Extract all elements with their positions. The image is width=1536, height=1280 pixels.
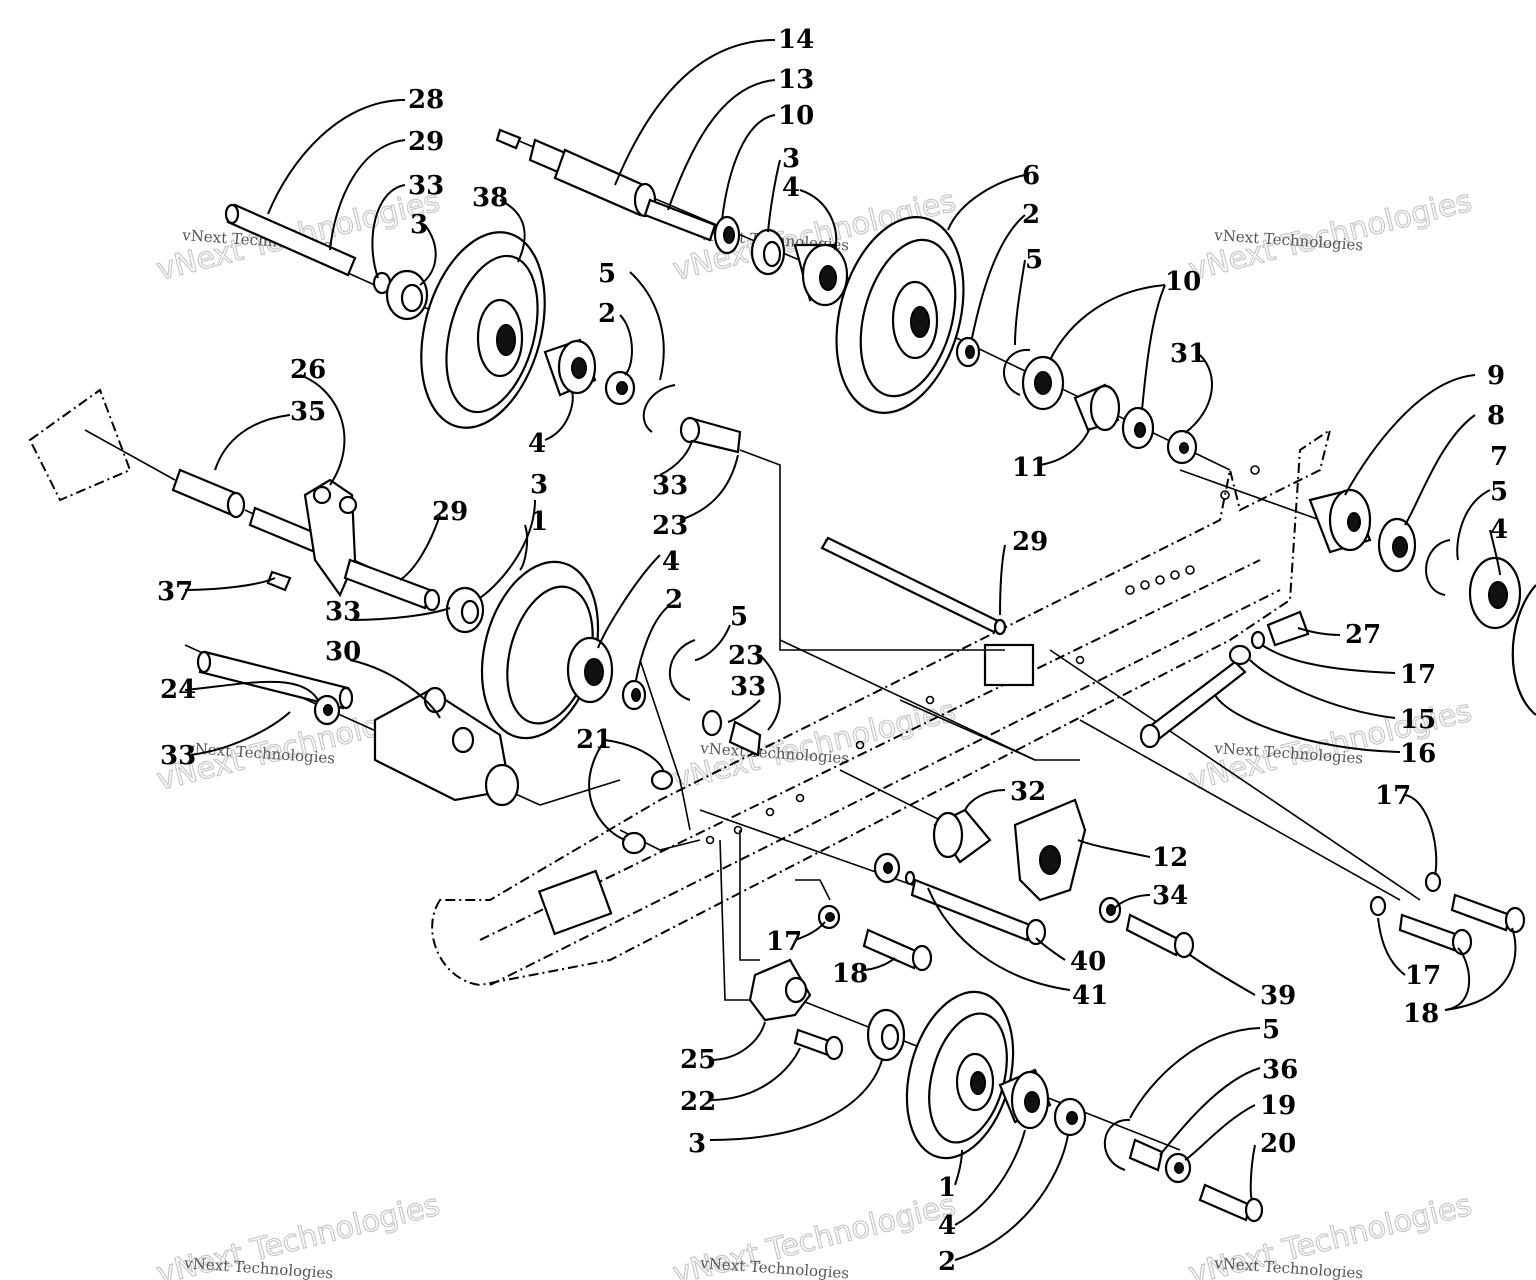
callout-41: 41: [1072, 981, 1108, 1011]
callout-3: 3: [688, 1129, 706, 1159]
callout-4: 4: [1490, 515, 1508, 545]
watermark: vNext Technologies vNext Technologies: [669, 1187, 960, 1280]
callout-labels: 14 13 10 3 4 28 29 33 3 38 6 2 5 10 5 2 …: [157, 25, 1508, 1277]
callout-15: 15: [1400, 705, 1436, 735]
callout-30: 30: [325, 637, 361, 667]
watermark: vNext Technologies vNext Technologies: [669, 693, 960, 798]
callout-23: 23: [652, 511, 688, 541]
bolts-18-right: [1369, 871, 1526, 956]
shaft-14: [495, 128, 717, 242]
callout-9: 9: [1487, 361, 1505, 391]
wheel-6: [835, 216, 965, 414]
callout-40: 40: [1070, 947, 1106, 977]
wheel-1-bottom: [866, 990, 1264, 1223]
callout-17: 17: [1400, 660, 1436, 690]
callout-37: 37: [157, 577, 193, 607]
wheel-1-mid: [445, 560, 762, 757]
callout-32: 32: [1010, 777, 1046, 807]
callout-33: 33: [652, 471, 688, 501]
rod-29: [820, 536, 1007, 636]
callout-2: 2: [1022, 200, 1040, 230]
spacer-3-top: [750, 228, 786, 276]
callout-14: 14: [778, 25, 814, 55]
washer-10-top: [713, 215, 741, 255]
shaft-28: [224, 203, 429, 321]
callout-21: 21: [576, 725, 612, 755]
bearing-4-mid: [543, 338, 742, 454]
watermark: vNext Technologies vNext Technologies: [1185, 183, 1476, 288]
callout-29: 29: [432, 497, 468, 527]
callout-22: 22: [680, 1087, 716, 1117]
callout-1: 1: [530, 507, 548, 537]
callout-3: 3: [410, 210, 428, 240]
callout-3: 3: [782, 144, 800, 174]
callout-8: 8: [1487, 401, 1505, 431]
callout-24: 24: [160, 675, 196, 705]
callout-16: 16: [1400, 739, 1436, 769]
callout-4: 4: [938, 1211, 956, 1241]
callout-11: 11: [1012, 453, 1048, 483]
right-hub-9: [1308, 488, 1536, 716]
callout-38: 38: [472, 183, 508, 213]
callout-17: 17: [1375, 781, 1411, 811]
callout-4: 4: [528, 429, 546, 459]
callout-27: 27: [1345, 620, 1381, 650]
leader-lines: [184, 39, 1517, 1261]
bolt-16: [1139, 610, 1310, 749]
bracket-12: [873, 798, 1195, 959]
nuts-21: [621, 769, 674, 855]
callout-33: 33: [408, 171, 444, 201]
callout-18: 18: [832, 959, 868, 989]
callout-35: 35: [290, 397, 326, 427]
parts-layer: [171, 128, 1536, 1223]
callout-31: 31: [1170, 339, 1206, 369]
callout-34: 34: [1152, 881, 1188, 911]
callout-28: 28: [408, 85, 444, 115]
callout-18: 18: [1403, 999, 1439, 1029]
callout-33: 33: [730, 672, 766, 702]
callout-33: 33: [325, 597, 361, 627]
callout-3: 3: [530, 470, 548, 500]
frame-rail: [28, 388, 1332, 987]
bearing-4-top: [793, 243, 850, 307]
callout-4: 4: [662, 547, 680, 577]
pivot-arm-26: [171, 468, 441, 612]
callout-25: 25: [680, 1045, 716, 1075]
callout-36: 36: [1262, 1055, 1298, 1085]
callout-19: 19: [1260, 1091, 1296, 1121]
callout-33: 33: [160, 741, 196, 771]
tube-24: [196, 650, 354, 726]
callout-17: 17: [766, 927, 802, 957]
callout-29: 29: [1012, 527, 1048, 557]
callout-5: 5: [1025, 245, 1043, 275]
callout-2: 2: [598, 299, 616, 329]
callout-5: 5: [598, 259, 616, 289]
right-hub-group: [955, 336, 1198, 465]
callout-13: 13: [778, 65, 814, 95]
callout-39: 39: [1260, 981, 1296, 1011]
callout-7: 7: [1490, 442, 1508, 472]
bracket-25: [748, 958, 844, 1061]
callout-5: 5: [1490, 477, 1508, 507]
callout-5: 5: [730, 602, 748, 632]
callout-29: 29: [408, 127, 444, 157]
callout-2: 2: [938, 1247, 956, 1277]
callout-10: 10: [778, 101, 814, 131]
callout-23: 23: [728, 641, 764, 671]
callout-10: 10: [1165, 267, 1201, 297]
bolt-center: [904, 870, 916, 886]
callout-1: 1: [938, 1173, 956, 1203]
callout-20: 20: [1260, 1129, 1296, 1159]
callout-4: 4: [782, 173, 800, 203]
callout-2: 2: [665, 585, 683, 615]
block-30: [373, 686, 520, 807]
callout-5: 5: [1262, 1015, 1280, 1045]
callout-6: 6: [1022, 161, 1040, 191]
callout-26: 26: [290, 355, 326, 385]
callout-17: 17: [1405, 961, 1441, 991]
watermark: vNext Technologies vNext Technologies: [153, 1187, 444, 1280]
wheel-38: [420, 231, 546, 429]
callout-12: 12: [1152, 843, 1188, 873]
